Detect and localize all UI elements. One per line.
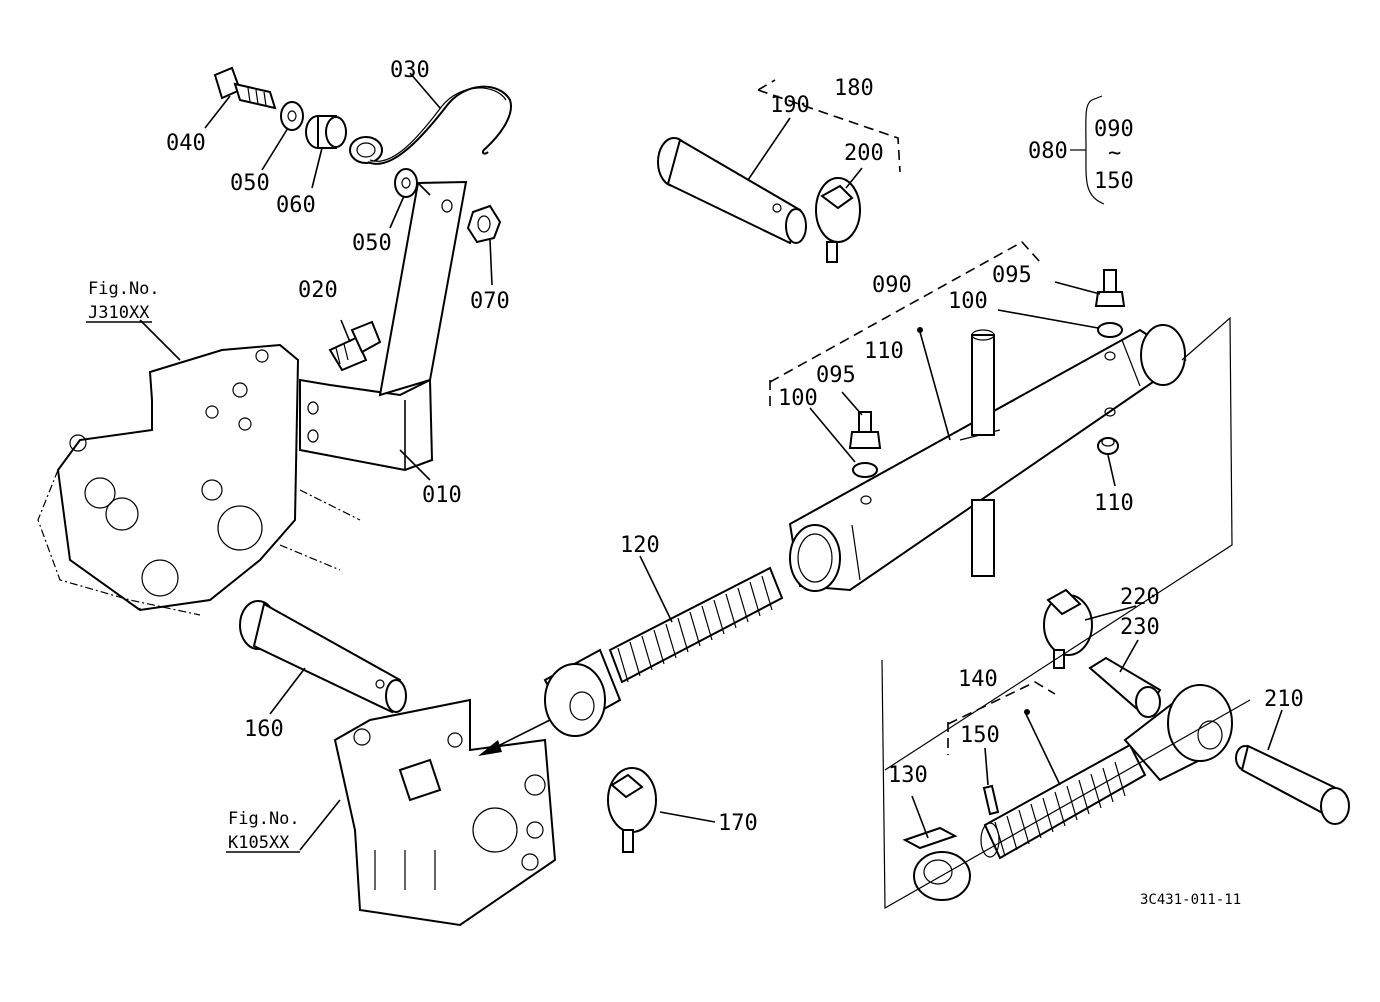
- label-095a: 095: [992, 263, 1032, 288]
- label-110b: 110: [1094, 491, 1134, 516]
- grease-fitting-095a: [1094, 269, 1126, 307]
- label-090a: 090: [872, 273, 912, 298]
- pin-210: [1235, 744, 1350, 825]
- collar-230: [1088, 656, 1162, 718]
- top-link-body-110: [788, 324, 1187, 592]
- lynch-pin-200: [815, 177, 861, 263]
- label-120: 120: [620, 533, 660, 558]
- grease-fitting-095b: [848, 411, 882, 449]
- bracket-010: [299, 180, 468, 472]
- fig-ref-k105xx: Fig.No. K105XX: [226, 809, 300, 853]
- fig-ref-2-code: K105XX: [228, 833, 290, 853]
- label-100b: 100: [778, 386, 818, 411]
- label-060: 060: [276, 193, 316, 218]
- spring-pin-150: [982, 784, 1000, 816]
- label-230: 230: [1120, 615, 1160, 640]
- drawing-code: 3C431-011-11: [1140, 892, 1241, 908]
- label-050a: 050: [230, 171, 270, 196]
- label-100a: 100: [948, 289, 988, 314]
- label-150b: 150: [1094, 169, 1134, 194]
- bolt-040: [213, 66, 277, 110]
- label-140: 140: [958, 667, 998, 692]
- label-150a: 150: [960, 723, 1000, 748]
- pin-160: [239, 600, 407, 714]
- plug-110b: [1097, 437, 1119, 455]
- collar-060: [305, 115, 347, 149]
- label-010: 010: [422, 483, 462, 508]
- label-210: 210: [1264, 687, 1304, 712]
- nut-130: [902, 826, 971, 901]
- label-095b: 095: [816, 363, 856, 388]
- label-070: 070: [470, 289, 510, 314]
- label-020: 020: [298, 278, 338, 303]
- washer-050b: [394, 168, 418, 198]
- assembly-arrow: [478, 719, 551, 756]
- label-050b: 050: [352, 231, 392, 256]
- fig-ref-1-code: J310XX: [88, 303, 150, 323]
- label-160: 160: [244, 717, 284, 742]
- label-110a: 110: [864, 339, 904, 364]
- washer-100b: [852, 462, 878, 478]
- fig-ref-2-label: Fig.No.: [228, 809, 300, 829]
- leader-dot-110: [917, 327, 923, 333]
- washer-050a: [280, 101, 304, 131]
- label-170: 170: [718, 811, 758, 836]
- fitting-020: [328, 320, 382, 372]
- label-180: 180: [834, 76, 874, 101]
- assembly-boundary: [757, 79, 1251, 910]
- label-040: 040: [166, 131, 206, 156]
- label-190: 190: [770, 93, 810, 118]
- spring-pin-030: [349, 85, 512, 165]
- lynch-pin-220: [1043, 588, 1093, 669]
- fig-ref-1-label: Fig.No.: [88, 279, 160, 299]
- label-030: 030: [390, 58, 430, 83]
- hydraulic-block-j310xx: [37, 343, 361, 616]
- washer-100a: [1097, 322, 1123, 338]
- label-130: 130: [888, 763, 928, 788]
- leader-dot-140: [1024, 709, 1030, 715]
- fig-ref-j310xx: Fig.No. J310XX: [86, 279, 160, 323]
- label-220: 220: [1120, 585, 1160, 610]
- label-090b: 090: [1094, 117, 1134, 142]
- bracket-k105xx: [333, 698, 557, 927]
- label-tilde: ~: [1108, 141, 1121, 166]
- label-080: 080: [1028, 139, 1068, 164]
- part-labels: 010 020 030 040 050 060 050 070 190 180 …: [166, 58, 1304, 836]
- label-200: 200: [844, 141, 884, 166]
- lynch-pin-170: [607, 767, 657, 853]
- leader-lines: [139, 72, 1283, 851]
- nut-070: [466, 204, 502, 244]
- pin-190: [657, 137, 807, 245]
- threaded-rod-120: [543, 566, 784, 737]
